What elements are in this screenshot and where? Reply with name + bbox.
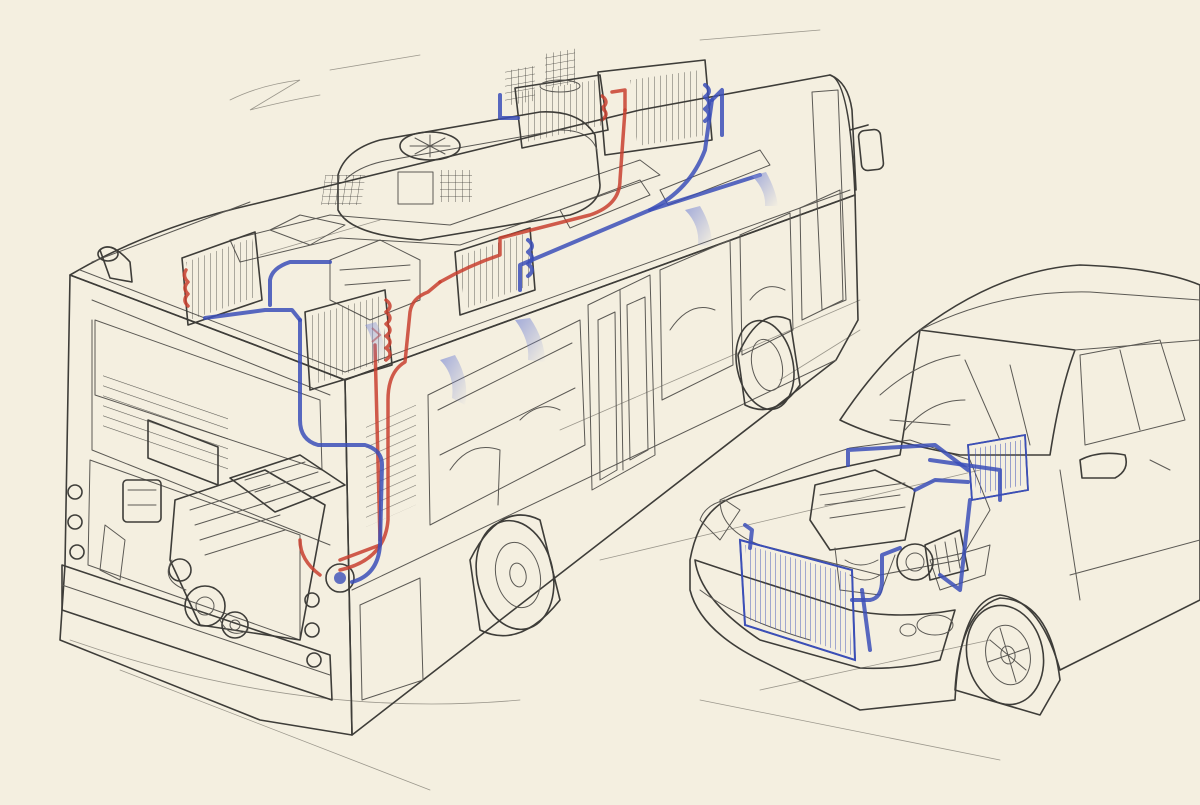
ground-hatching xyxy=(69,299,1001,791)
speed-lines xyxy=(229,29,821,256)
car-side-mirror xyxy=(1079,452,1128,479)
bus-front-wheel xyxy=(735,315,801,411)
roof-fan-icon xyxy=(399,131,461,161)
bus-condenser-rear-left xyxy=(181,231,263,326)
car-ac-compressor xyxy=(896,529,969,581)
bus-front xyxy=(829,74,857,191)
car-evaporator xyxy=(967,433,1029,502)
car-cold-lines xyxy=(743,443,1002,652)
bus-airflow-vents xyxy=(365,172,778,405)
car-front-bumper xyxy=(694,559,956,670)
bus-rear-wheel xyxy=(469,514,561,637)
bus-side-mirror xyxy=(849,124,885,172)
bus-roof-condenser-1 xyxy=(514,74,609,149)
car-headlight xyxy=(699,499,741,541)
car-side-window xyxy=(1079,339,1186,446)
engine-block xyxy=(99,454,346,641)
bus-rear-bumper xyxy=(61,564,333,701)
bus-roof xyxy=(69,74,856,381)
car-condenser xyxy=(738,538,857,662)
car-front-wheel xyxy=(954,597,1061,716)
car-windshield xyxy=(839,329,1076,456)
bus-doors xyxy=(587,274,656,491)
rear-louver xyxy=(103,369,228,477)
car-cutaway xyxy=(689,264,1200,716)
bus-cold-lines xyxy=(203,88,762,584)
bus-exhaust-pipe xyxy=(97,246,133,283)
bus-ac-compressor xyxy=(325,563,355,593)
bus-rear-lights xyxy=(67,484,322,668)
roof-vent-left xyxy=(321,175,366,205)
bus-cutaway xyxy=(59,48,885,736)
